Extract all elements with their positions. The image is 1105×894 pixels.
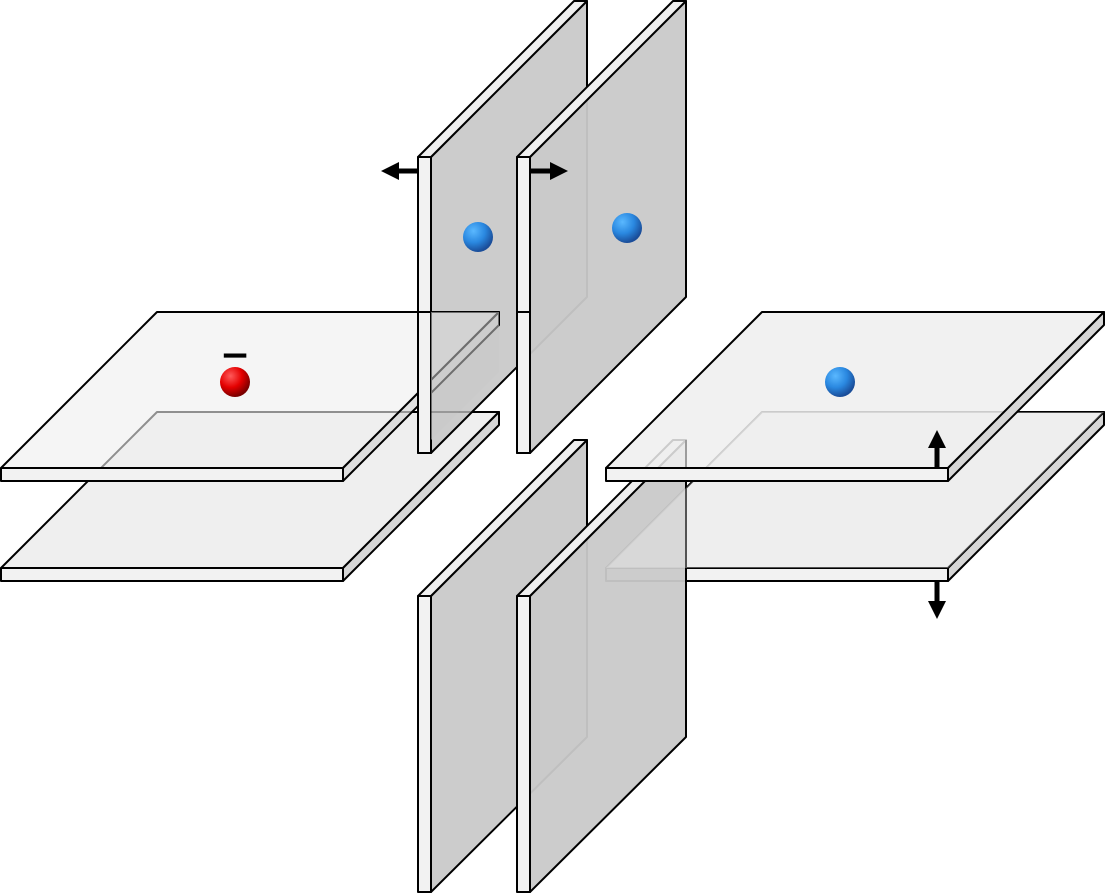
left-bottom-plate-side-edge <box>342 411 500 582</box>
arrow-left <box>381 162 418 180</box>
arrow-right <box>530 162 568 180</box>
top-right-vertical-plate <box>516 0 687 454</box>
negative-charge-label: − <box>220 335 250 376</box>
right-top-plate-front-edge <box>605 467 949 482</box>
left-top-plate-front-edge <box>0 467 344 482</box>
bottom-left-vertical-plate <box>417 439 588 893</box>
top-right-vertical-plate-front-edge-overlay <box>516 311 531 454</box>
bottom-left-vertical-plate-front-edge <box>417 595 432 893</box>
right-top-plate-side-edge <box>947 311 1105 482</box>
top-left-vertical-plate-front-edge-overlay <box>417 311 432 454</box>
negative-particle <box>220 367 250 397</box>
positive-particle-top-left <box>463 222 493 252</box>
top-left-vertical-plate-face-overlay <box>431 312 499 440</box>
arrow-down <box>928 581 946 619</box>
right-bottom-plate-side-edge <box>947 411 1105 582</box>
positive-particle-top-right <box>612 213 642 243</box>
left-top-plate <box>0 311 500 482</box>
left-bottom-plate-front-edge <box>0 567 344 582</box>
positive-particle-right <box>825 367 855 397</box>
bottom-right-vertical-plate-front-edge <box>516 595 531 893</box>
right-top-plate <box>605 311 1105 482</box>
arrow-up <box>928 430 946 468</box>
